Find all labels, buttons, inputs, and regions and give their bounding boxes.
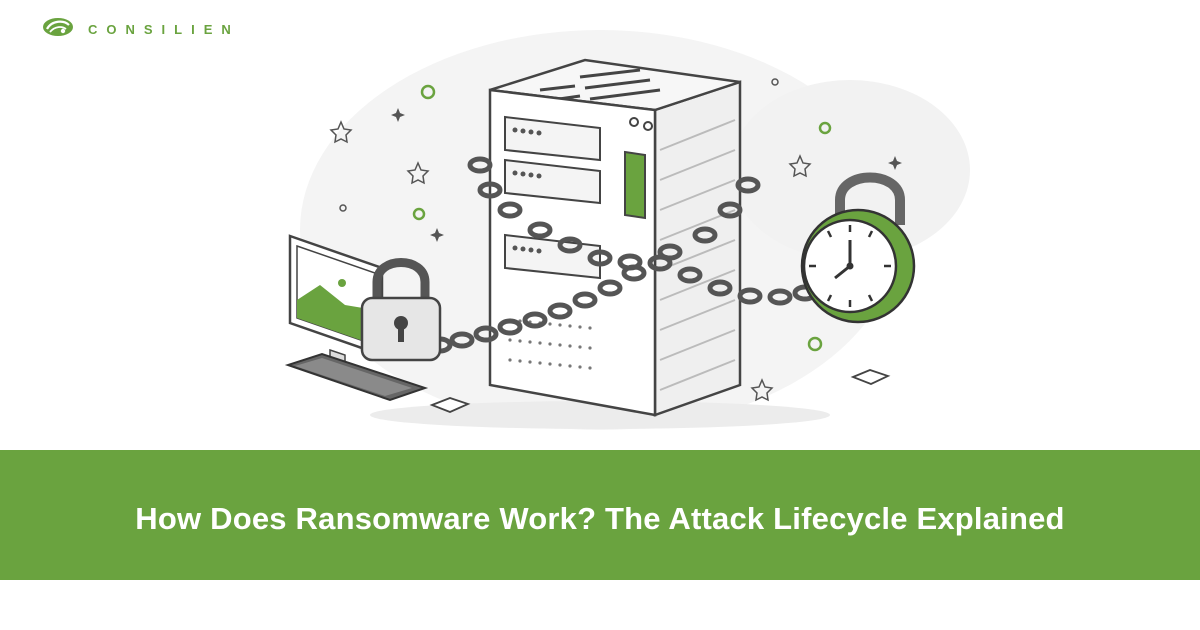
padlock-icon bbox=[360, 258, 442, 362]
leaf-swirl-icon bbox=[42, 16, 74, 43]
ransomware-illustration bbox=[284, 30, 970, 430]
keyboard-icon bbox=[284, 352, 429, 402]
brand-logo[interactable]: CONSILIEN bbox=[42, 16, 240, 43]
brand-name: CONSILIEN bbox=[88, 22, 240, 37]
chain-icon bbox=[427, 156, 818, 354]
clock-padlock-icon bbox=[800, 172, 916, 324]
star-icon bbox=[329, 120, 812, 402]
footer-space bbox=[0, 580, 1200, 630]
monitor-icon bbox=[288, 234, 384, 371]
server-rack-icon bbox=[488, 58, 742, 417]
sparkle-icon bbox=[391, 108, 902, 242]
title-banner: How Does Ransomware Work? The Attack Lif… bbox=[0, 450, 1200, 580]
article-title: How Does Ransomware Work? The Attack Lif… bbox=[135, 501, 1065, 536]
